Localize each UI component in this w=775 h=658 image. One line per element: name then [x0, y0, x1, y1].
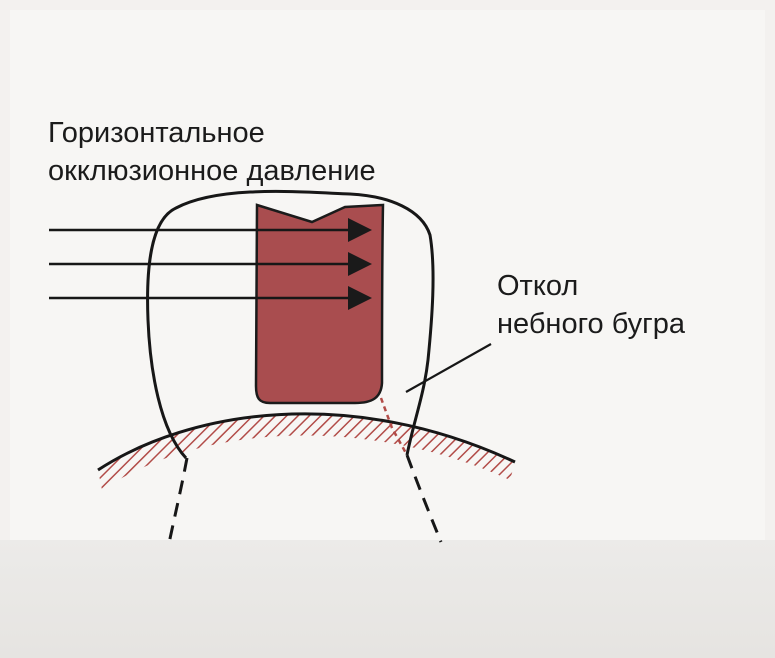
horizontal-pressure-label: Горизонтальное окклюзионное давление	[48, 114, 376, 190]
gum-hatched-band	[98, 413, 515, 490]
filling	[254, 203, 385, 405]
horizontal-pressure-line-1: Горизонтальное	[48, 117, 265, 149]
horizontal-pressure-line-2: окклюзионное давление	[48, 155, 376, 187]
root-left-dashed	[166, 457, 189, 549]
tooth-outline	[146, 189, 435, 460]
root-right-dashed	[405, 454, 443, 543]
fracture-label-line-2: небного бугра	[497, 308, 686, 340]
lower-strip	[0, 540, 775, 658]
fracture-label-line-1: Откол	[497, 270, 579, 302]
fracture-leader-line	[405, 343, 492, 393]
fracture-label: Откол небного бугра	[497, 267, 685, 343]
gum-outline	[97, 412, 516, 472]
fracture-line	[379, 397, 409, 456]
